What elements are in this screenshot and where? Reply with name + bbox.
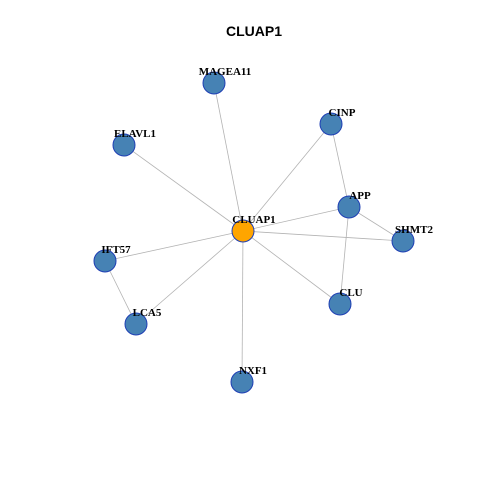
edge-cluap1-cinp xyxy=(242,123,332,232)
edge-ift57-lca5 xyxy=(104,260,137,325)
node-label-shmt2: SHMT2 xyxy=(395,224,433,236)
nodes-layer xyxy=(93,71,415,394)
edge-cluap1-nxf1 xyxy=(241,230,244,383)
edge-cluap1-lca5 xyxy=(135,230,244,325)
node-lca5 xyxy=(124,312,148,336)
node-label-magea11: MAGEA11 xyxy=(199,66,252,78)
node-clu xyxy=(328,292,352,316)
node-label-cinp: CINP xyxy=(329,107,356,119)
node-elavl1 xyxy=(112,133,136,157)
edge-app-clu xyxy=(339,206,350,305)
edge-cluap1-ift57 xyxy=(104,230,244,262)
edge-cluap1-elavl1 xyxy=(123,144,244,232)
edge-cinp-app xyxy=(330,123,350,208)
node-label-elavl1: ELAVL1 xyxy=(114,128,156,140)
node-label-clu: CLU xyxy=(339,287,362,299)
edge-cluap1-shmt2 xyxy=(242,230,404,242)
node-magea11 xyxy=(202,71,226,95)
edge-cluap1-magea11 xyxy=(213,82,244,232)
node-shmt2 xyxy=(391,229,415,253)
node-label-app: APP xyxy=(349,190,371,202)
node-cinp xyxy=(319,112,343,136)
edge-cluap1-app xyxy=(242,206,350,232)
node-cluap1 xyxy=(231,219,255,243)
node-label-nxf1: NXF1 xyxy=(239,365,267,377)
diagram-title: CLUAP1 xyxy=(226,23,282,39)
node-label-lca5: LCA5 xyxy=(133,307,162,319)
node-label-ift57: IFT57 xyxy=(101,244,131,256)
node-nxf1 xyxy=(230,370,254,394)
node-label-cluap1: CLUAP1 xyxy=(232,214,275,226)
node-ift57 xyxy=(93,249,117,273)
edge-cluap1-clu xyxy=(242,230,341,305)
node-app xyxy=(337,195,361,219)
